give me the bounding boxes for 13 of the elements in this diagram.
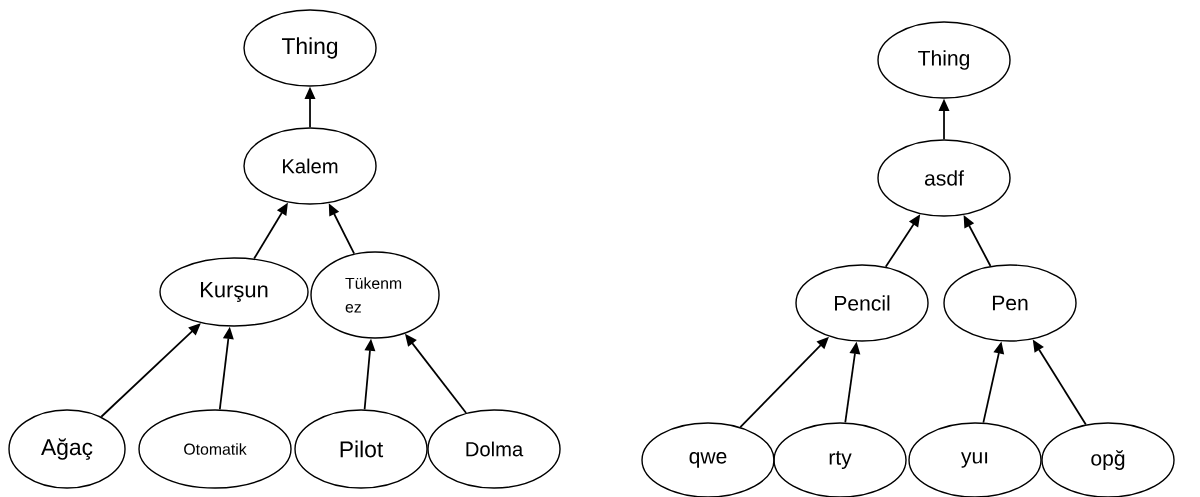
ellipse-node: Dolma — [427, 409, 561, 489]
ellipse-node: asdf — [877, 139, 1011, 217]
ellipse-node: Otomatik — [138, 409, 292, 489]
ellipse-node: Tükenm ez — [310, 251, 440, 339]
ellipse-node: Pencil — [795, 264, 929, 342]
arrow — [100, 323, 201, 418]
ellipse-node: Pilot — [294, 409, 428, 489]
ellipse-node: Ağaç — [8, 409, 126, 489]
ellipse-node: Thing — [877, 21, 1011, 99]
ellipse-node: Kurşun — [159, 257, 309, 327]
ellipse-node: Pen — [943, 264, 1077, 342]
ellipse-node: Kalem — [243, 127, 377, 205]
ellipse-node: Thing — [243, 9, 377, 87]
